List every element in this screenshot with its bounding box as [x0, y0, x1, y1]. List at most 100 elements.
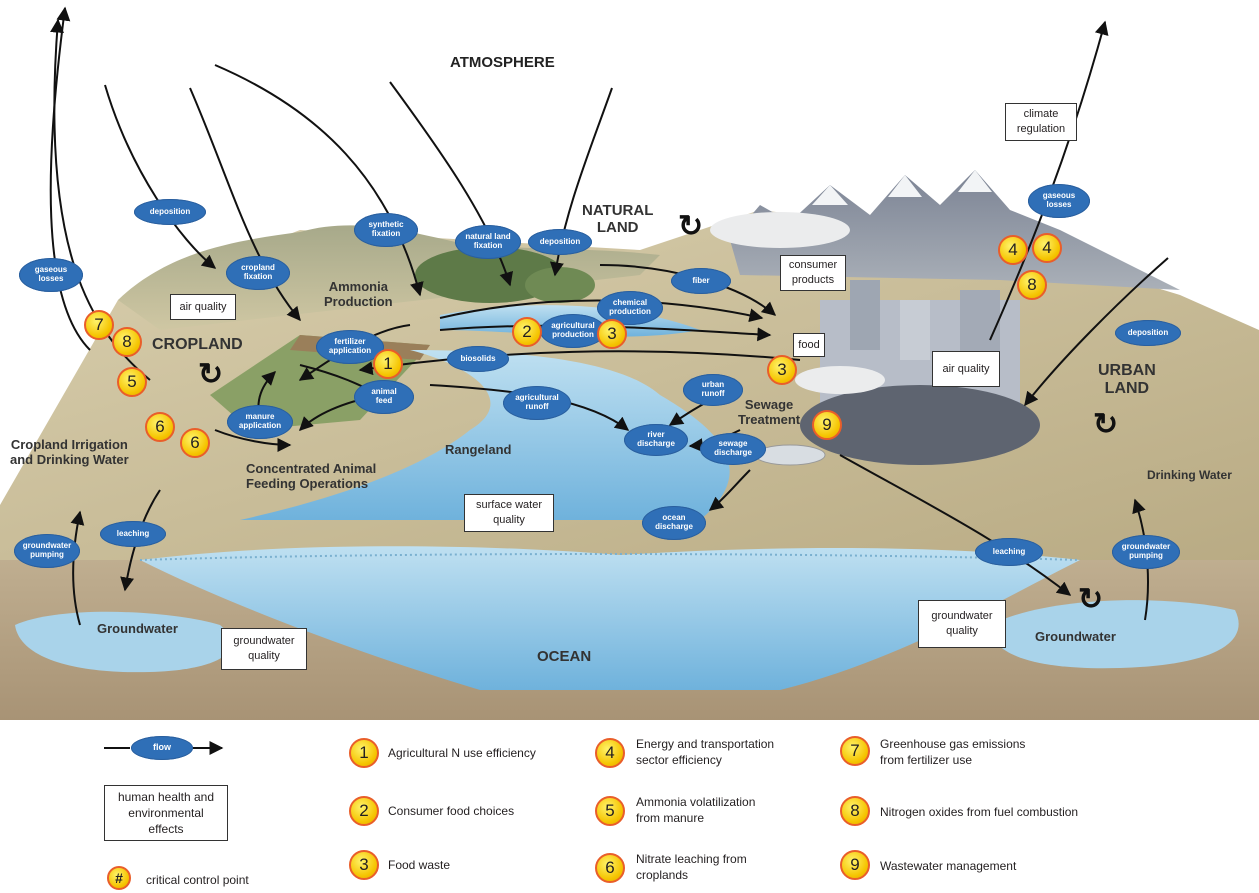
ccp-marker-2: 2 — [512, 317, 542, 347]
snow-caps — [812, 170, 992, 205]
ccp-marker-4b: 4 — [1032, 233, 1062, 263]
arrow-synthetic-fixation — [214, 64, 424, 297]
legend-ccp-7: 7 — [840, 736, 870, 766]
arrow-natural-fixation — [389, 81, 513, 287]
legend-ccp-8: 8 — [840, 796, 870, 826]
legend-ccp-6: 6 — [595, 853, 625, 883]
ccp-marker-5: 5 — [117, 367, 147, 397]
legend-ccp-4: 4 — [595, 738, 625, 768]
ccp-marker-3a: 3 — [597, 319, 627, 349]
flow-deposition-center: deposition — [528, 229, 592, 255]
arrow-cafo — [214, 429, 292, 452]
legend-ccp-symbol: # — [107, 866, 131, 890]
drinking-water-label: Drinking Water — [1147, 468, 1232, 482]
natural-land-cycle-icon: ↻ — [678, 210, 704, 243]
ccp-marker-1: 1 — [373, 349, 403, 379]
ocean-label: OCEAN — [537, 648, 592, 665]
ccp-marker-6b: 6 — [180, 428, 210, 458]
ccp-marker-9: 9 — [812, 410, 842, 440]
legend-ccp-9: 9 — [840, 850, 870, 880]
city-sprawl — [800, 385, 1040, 465]
flow-fiber: fiber — [671, 268, 731, 294]
flow-leaching-right: leaching — [975, 538, 1043, 566]
flow-arrows — [49, 6, 1169, 626]
groundwater-left — [15, 611, 232, 673]
ccp-marker-4a: 4 — [998, 235, 1028, 265]
arrow-biosolids — [358, 350, 801, 376]
flow-leaching-left: leaching — [100, 521, 166, 547]
cropland-cycle-icon: ↻ — [198, 358, 224, 391]
legend-item-2: Consumer food choices — [388, 804, 515, 818]
atmosphere-label: ATMOSPHERE — [450, 54, 555, 71]
ccp-marker-6a: 6 — [145, 412, 175, 442]
food-box: food — [793, 333, 825, 357]
legend-ccp-label: critical control point — [146, 873, 249, 887]
legend-ccp-2: 2 — [349, 796, 379, 826]
groundwater-right-label: Groundwater — [1035, 629, 1116, 644]
legend-item-1: Agricultural N use efficiency — [388, 746, 536, 760]
urban-land-cycle-icon: ↻ — [1093, 408, 1119, 441]
legend-item-8: Nitrogen oxides from fuel combustion — [880, 805, 1079, 819]
ccp-marker-7: 7 — [84, 310, 114, 340]
ocean — [140, 546, 1080, 690]
arrow-deposition-right — [1024, 257, 1169, 407]
ccp-marker-3b: 3 — [767, 355, 797, 385]
ccp-marker-8a: 8 — [112, 327, 142, 357]
legend-flow-ellipse: flow — [131, 736, 193, 760]
legend-ccp-3: 3 — [349, 850, 379, 880]
legend-item-9: Wastewater management — [880, 859, 1017, 873]
cropland-label: CROPLAND — [152, 336, 243, 353]
arrow-ocean-discharge — [708, 469, 751, 511]
estuary — [240, 350, 730, 520]
groundwater-cycle-icon: ↻ — [1078, 583, 1104, 616]
arrow-leaching-right — [839, 454, 1072, 596]
arrow-cropland-fixation — [189, 87, 301, 322]
arrow-pumping-left — [70, 510, 85, 626]
legend-item-3: Food waste — [388, 858, 451, 872]
legend-ccp-1: 1 — [349, 738, 379, 768]
air-quality-urban-box: air quality — [932, 351, 1000, 387]
ccp-marker-8b: 8 — [1017, 270, 1047, 300]
smoke-cloud — [710, 212, 850, 248]
groundwater-right — [990, 600, 1239, 669]
arrow-deposition-left — [104, 84, 217, 269]
rangeland-label: Rangeland — [445, 442, 512, 457]
legend-ccp-5: 5 — [595, 796, 625, 826]
arrow-gaseous-loss-up-left-a — [49, 6, 91, 351]
flow-deposition-left: deposition — [134, 199, 206, 225]
air-quality-left-box: air quality — [170, 294, 236, 320]
groundwater-left-label: Groundwater — [97, 621, 178, 636]
